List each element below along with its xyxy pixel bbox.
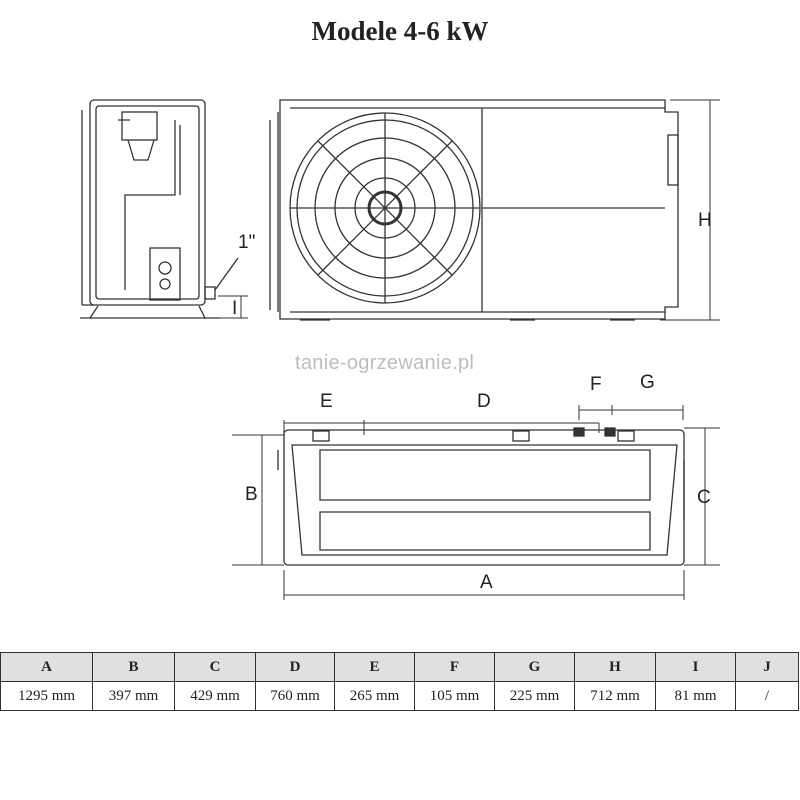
value-cell: 712 mm <box>574 681 656 711</box>
header-cell: H <box>574 652 656 682</box>
top-view: E D F G B C A <box>232 372 720 600</box>
value-cell: 81 mm <box>655 681 736 711</box>
side-view: 1" I <box>80 99 255 319</box>
header-cell: E <box>334 652 415 682</box>
dim-label-B: B <box>245 484 258 505</box>
value-cell: / <box>735 681 799 711</box>
dim-label-A: A <box>480 572 493 593</box>
header-cell: B <box>92 652 175 682</box>
header-cell: G <box>494 652 575 682</box>
dim-label-C: C <box>697 487 711 508</box>
table-header-row: A B C D E F G H I J <box>0 652 799 682</box>
dim-label-E: E <box>320 391 333 412</box>
header-cell: D <box>255 652 335 682</box>
value-cell: 760 mm <box>255 681 335 711</box>
header-cell: J <box>735 652 799 682</box>
technical-drawing: 1" I H E D F G B C A <box>80 99 720 600</box>
value-cell: 265 mm <box>334 681 415 711</box>
value-cell: 105 mm <box>414 681 495 711</box>
dim-label-D: D <box>477 391 491 412</box>
header-cell: C <box>174 652 256 682</box>
page-title: Modele 4-6 kW <box>311 16 489 46</box>
dim-label-G: G <box>640 372 655 393</box>
value-cell: 397 mm <box>92 681 175 711</box>
dim-label-H: H <box>698 210 712 231</box>
header-cell: A <box>0 652 93 682</box>
value-cell: 1295 mm <box>0 681 93 711</box>
watermark: tanie-ogrzewanie.pl <box>295 352 475 374</box>
dimensions-table: A B C D E F G H I J 1295 mm 397 mm 429 m… <box>0 652 799 711</box>
header-cell: I <box>655 652 736 682</box>
dim-label-F: F <box>590 374 602 395</box>
dim-label-I: I <box>232 298 237 319</box>
table-row: 1295 mm 397 mm 429 mm 760 mm 265 mm 105 … <box>0 681 799 711</box>
value-cell: 225 mm <box>494 681 575 711</box>
pipe-size-label: 1" <box>238 232 255 253</box>
header-cell: F <box>414 652 495 682</box>
front-view: H <box>269 99 720 321</box>
value-cell: 429 mm <box>174 681 256 711</box>
